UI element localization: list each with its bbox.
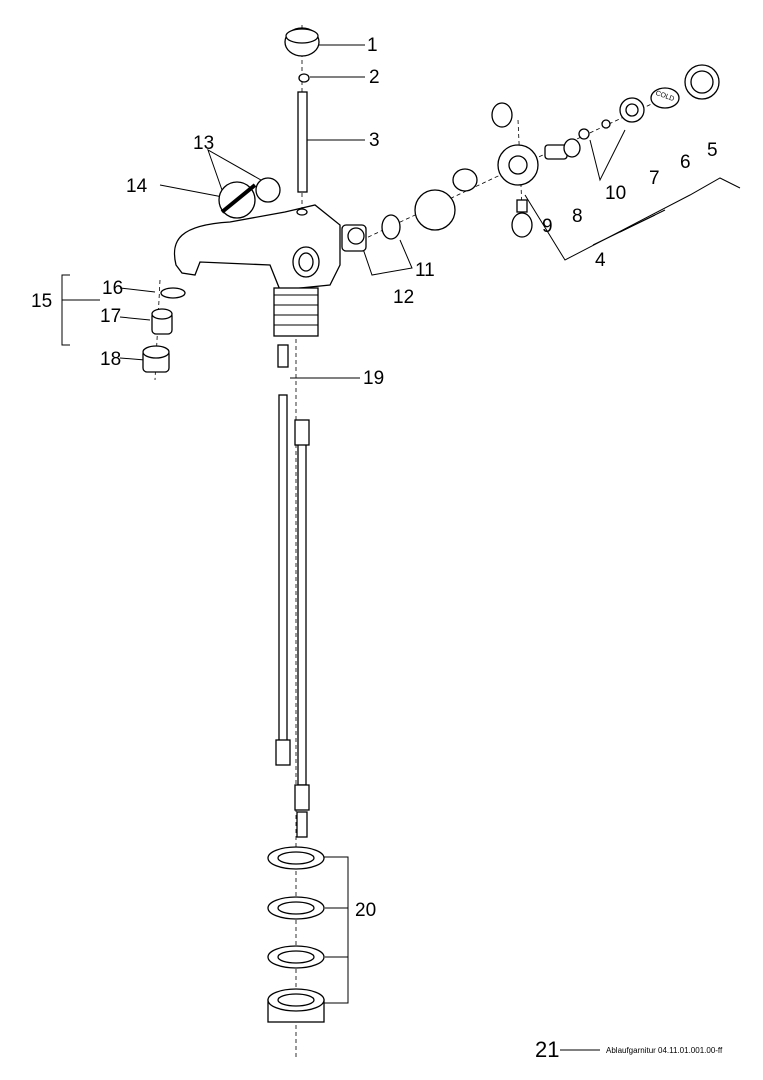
callout-15: 15 <box>31 291 53 312</box>
callout-7: 7 <box>649 168 660 189</box>
callout-13: 13 <box>193 133 215 154</box>
callout-2: 2 <box>369 67 380 88</box>
callout-18: 18 <box>100 349 122 370</box>
part-rod <box>297 91 308 193</box>
callout-10: 10 <box>605 183 627 204</box>
part-seal <box>160 287 186 299</box>
callout-17: 17 <box>100 306 122 327</box>
part-aerator-housing <box>142 345 170 373</box>
part-aerator <box>151 308 173 335</box>
part-rosette <box>684 64 720 100</box>
part-valve-cross <box>452 102 539 238</box>
callout-1: 1 <box>367 35 378 56</box>
part-ring <box>619 97 645 123</box>
part-washer <box>298 73 310 83</box>
callout-14: 14 <box>126 176 148 197</box>
callout-21: 21 <box>535 1037 560 1062</box>
leader-lines <box>61 44 741 1051</box>
callout-9: 9 <box>542 216 553 237</box>
part-valve <box>544 138 581 160</box>
drawing-title: Ablaufgarnitur 04.11.01.001.00-ff <box>606 1046 723 1055</box>
part-mounting-rings <box>267 846 325 1023</box>
callout-4: 4 <box>595 250 606 271</box>
callout-5: 5 <box>707 140 718 161</box>
callout-3: 3 <box>369 130 380 151</box>
part-faucet-body <box>173 204 341 337</box>
callout-6: 6 <box>680 152 691 173</box>
part-hoses <box>275 344 310 838</box>
part-knob <box>284 27 320 57</box>
part-cover-cap <box>414 189 456 231</box>
assembly-axes <box>154 25 661 1060</box>
callout-8: 8 <box>572 206 583 227</box>
part-indicator-cap <box>650 87 680 109</box>
part-cartridge <box>341 214 401 252</box>
callout-11: 11 <box>415 260 435 281</box>
part-lever <box>218 177 281 219</box>
callout-12: 12 <box>393 287 415 308</box>
part-screw <box>578 128 590 140</box>
callout-20: 20 <box>355 900 377 921</box>
callout-16: 16 <box>102 278 124 299</box>
callout-19: 19 <box>363 368 385 389</box>
